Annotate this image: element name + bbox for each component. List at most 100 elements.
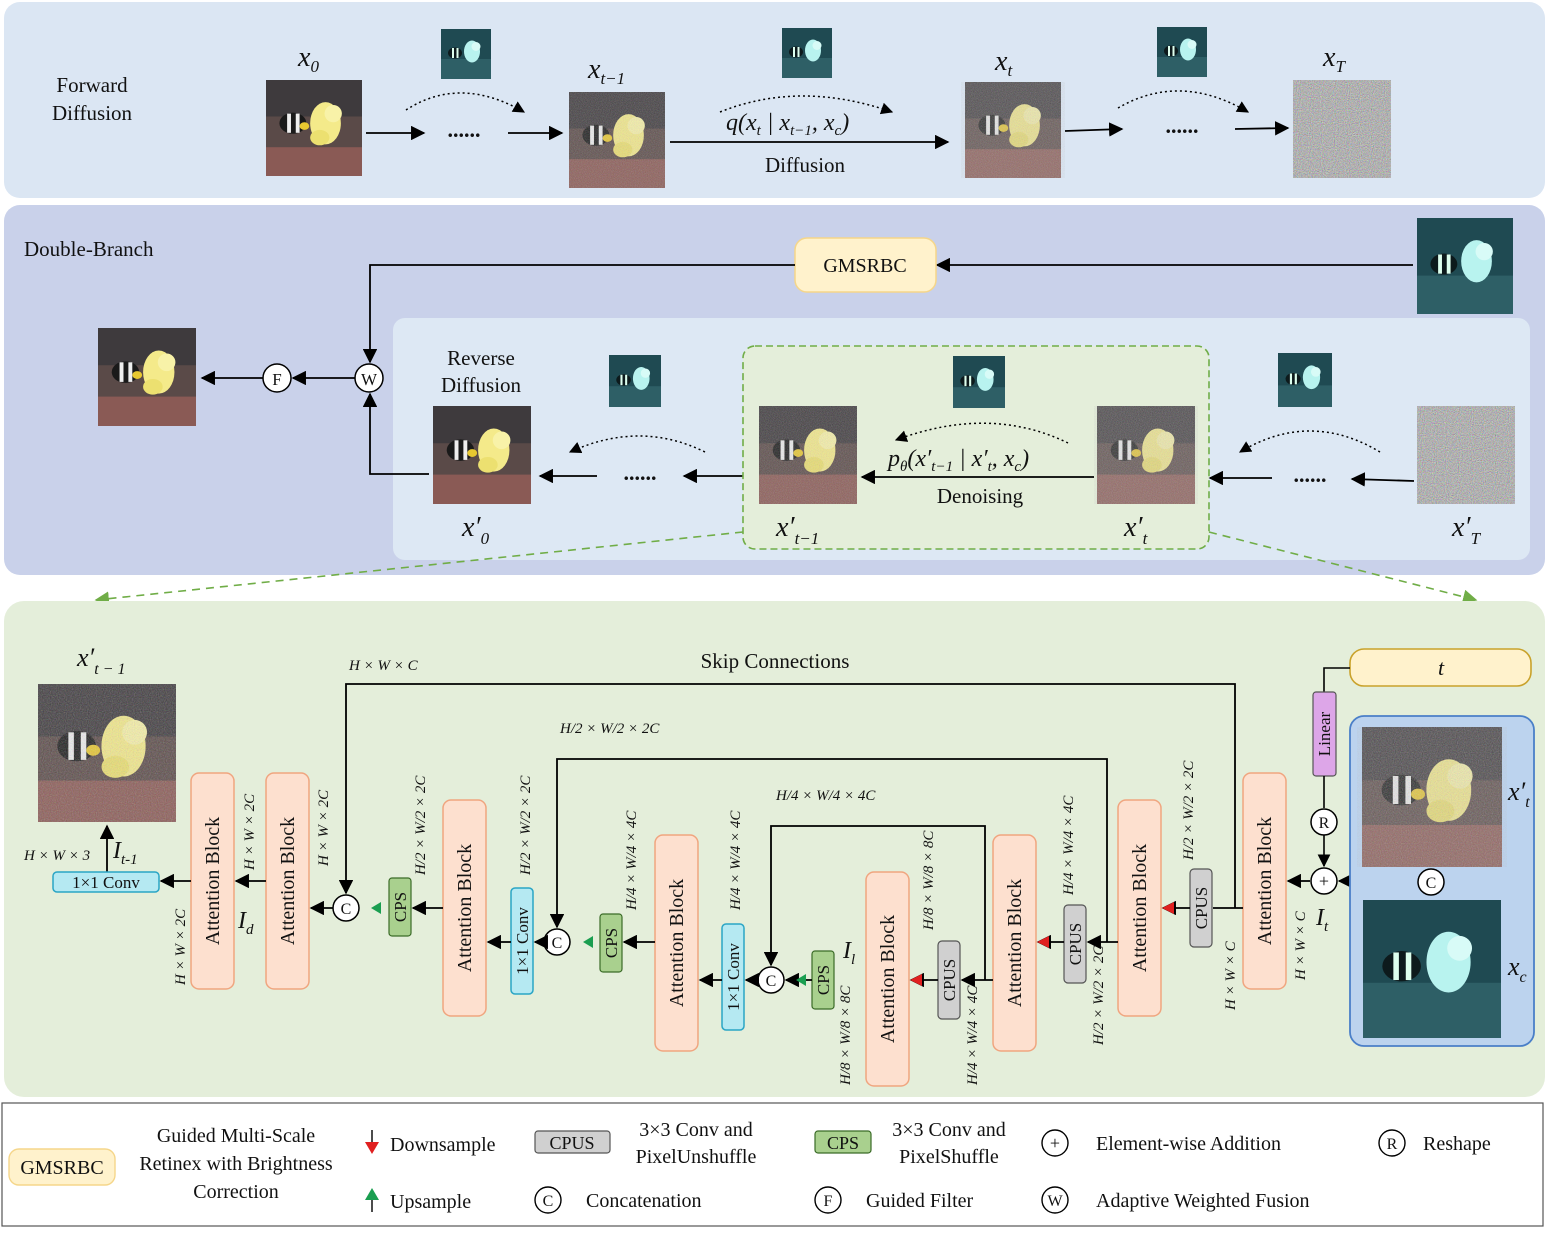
svg-text:C: C	[1426, 875, 1437, 892]
svg-text:H/4 × W/4 × 4C: H/4 × W/4 × 4C	[624, 810, 640, 911]
curve-f3	[1117, 90, 1250, 113]
zoom-line-right	[1208, 531, 1478, 604]
input-concat	[1417, 868, 1445, 896]
label-x0p: x′0	[461, 512, 490, 548]
op-f-label: F	[272, 370, 281, 389]
svg-text:Attention Block: Attention Block	[454, 844, 476, 972]
unet-output-image	[38, 684, 176, 822]
q-formula: q(xt | xt−1, xc)	[726, 110, 849, 139]
svg-text:Attention Block: Attention Block	[1004, 879, 1026, 1007]
svg-text:C: C	[341, 901, 352, 918]
legend-r-icon	[1378, 1129, 1406, 1157]
arrow-f5	[1234, 121, 1290, 136]
linear-label: Linear	[1315, 711, 1334, 756]
gmsrbc-label: GMSRBC	[823, 255, 906, 277]
legend-gmsrbc-desc2: Retinex with Brightness	[139, 1153, 333, 1175]
svg-text:H/8 × W/8 × 8C: H/8 × W/8 × 8C	[838, 985, 854, 1086]
branch-title: Double-Branch	[24, 237, 154, 261]
svg-text:H/2 × W/2 × 2C: H/2 × W/2 × 2C	[1181, 760, 1197, 861]
thumb-forward-1	[441, 29, 491, 79]
legend-cpus-swatch	[534, 1130, 611, 1154]
out-label: x′t − 1	[76, 643, 125, 678]
dots-f2: ......	[1166, 113, 1199, 138]
input-xc-label: xc	[1507, 952, 1527, 986]
diffusion-label: Diffusion	[765, 153, 846, 177]
legend-concat: Concatenation	[586, 1190, 702, 1212]
svg-text:CPS: CPS	[602, 928, 621, 958]
svg-text:C: C	[543, 1193, 554, 1210]
curve-f2	[719, 95, 894, 115]
svg-text:1×1 Conv: 1×1 Conv	[513, 907, 532, 975]
legend-cps: CPS	[827, 1133, 859, 1153]
legend-guided-filter: Guided Filter	[866, 1190, 974, 1212]
svg-text:H/2 × W/2 × 2C: H/2 × W/2 × 2C	[559, 721, 660, 737]
svg-text:H × W × C: H × W × C	[1293, 910, 1309, 981]
arrow-gmsrbc-to-w	[362, 264, 795, 364]
legend-cps-desc2: PixelShuffle	[899, 1146, 999, 1168]
down-arrows	[910, 902, 1174, 986]
reverse-line1: Reverse	[447, 346, 515, 370]
thumb-reverse-2	[1278, 353, 1332, 407]
legend-fusion: Adaptive Weighted Fusion	[1096, 1190, 1310, 1212]
svg-text:H/4 × W/4 × 4C: H/4 × W/4 × 4C	[1061, 795, 1077, 896]
svg-text:H × W × 2C: H × W × 2C	[242, 793, 258, 871]
thumb-denoise	[953, 356, 1005, 408]
legend-downsample: Downsample	[390, 1134, 496, 1156]
forward-title-line2: Diffusion	[52, 101, 133, 125]
attention-blocks: Attention Block Attention Block Attentio…	[190, 772, 1287, 1087]
legend-concat-icon	[534, 1186, 562, 1214]
svg-text:Attention Block: Attention Block	[666, 879, 688, 1007]
thumb-forward-3	[1157, 27, 1207, 77]
image-x0	[266, 80, 362, 176]
conv-final	[52, 871, 160, 893]
p-formula: pθ(x′t−1 | x′t, xc)	[886, 446, 1029, 475]
svg-text:H/2 × W/2 × 2C: H/2 × W/2 × 2C	[413, 775, 429, 876]
svg-text:CPUS: CPUS	[940, 959, 959, 1002]
legend-down-icon	[365, 1142, 379, 1154]
label-xT: xT	[1322, 42, 1346, 76]
svg-text:W: W	[1047, 1193, 1063, 1210]
zoom-line-left	[94, 531, 744, 606]
svg-text:H × W × 2C: H × W × 2C	[316, 789, 332, 867]
cps-a	[388, 877, 412, 937]
legend-f-icon	[814, 1186, 842, 1214]
image-xt-1	[569, 92, 665, 188]
arrow-f4	[1064, 122, 1124, 137]
label-It1: It-1	[112, 838, 138, 868]
legend-gmsrbc-desc3: Correction	[193, 1181, 279, 1203]
legend-reshape: Reshape	[1423, 1133, 1491, 1155]
svg-text:R: R	[1319, 815, 1330, 832]
legend-w-icon	[1041, 1186, 1069, 1214]
forward-title-line1: Forward	[56, 73, 128, 97]
legend-cps-desc1: 3×3 Conv and	[892, 1119, 1006, 1141]
image-xT	[1293, 80, 1391, 178]
conv-1x1-b	[721, 923, 745, 1031]
legend-plus-icon	[1041, 1129, 1069, 1157]
image-xt1p	[759, 406, 857, 504]
label-xt-1: xt−1	[587, 54, 625, 88]
dim-conv-final: H × W × 2C	[173, 908, 189, 986]
skip-title: Skip Connections	[701, 649, 850, 673]
svg-text:1×1 Conv: 1×1 Conv	[724, 943, 743, 1011]
cpus-b	[1063, 904, 1087, 984]
svg-text:CPUS: CPUS	[1192, 887, 1211, 930]
svg-text:CPS: CPS	[814, 965, 833, 995]
svg-text:H × W × C: H × W × C	[348, 658, 419, 674]
dots-f1: ......	[448, 117, 481, 142]
legend-gmsrbc-swatch	[8, 1148, 116, 1186]
svg-text:F: F	[824, 1193, 833, 1210]
legend-up-icon	[365, 1188, 379, 1200]
svg-text:Attention Block: Attention Block	[277, 817, 299, 945]
svg-text:H/4 × W/4 × 4C: H/4 × W/4 × 4C	[728, 810, 744, 911]
svg-text:CPUS: CPUS	[1066, 923, 1085, 966]
input-image-xc	[1363, 900, 1501, 1038]
label-xt: xt	[994, 46, 1013, 80]
arrow-r4	[1350, 472, 1415, 487]
label-xTp: x′T	[1451, 512, 1482, 548]
svg-text:R: R	[1387, 1136, 1398, 1153]
conv-1x1-a	[510, 887, 534, 995]
label-xt1p: x′t−1	[775, 512, 819, 548]
denoising-label: Denoising	[937, 484, 1024, 508]
up-arrows	[371, 902, 806, 986]
